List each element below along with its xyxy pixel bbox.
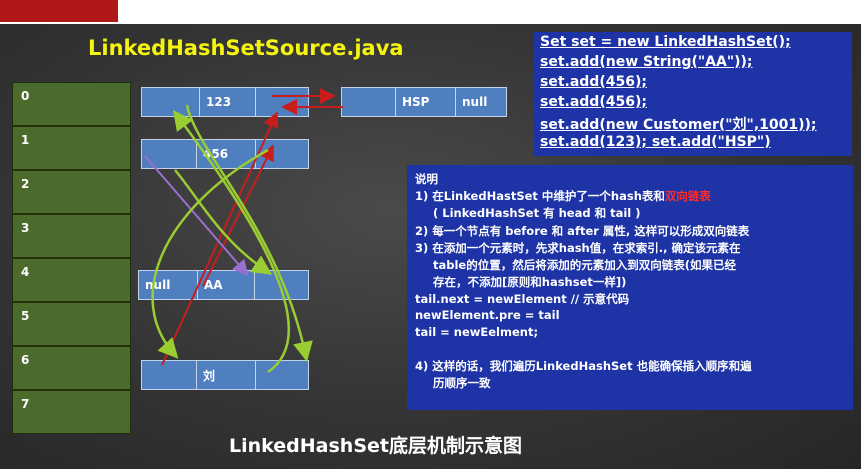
node-liu: 刘 xyxy=(141,360,309,390)
table-slot: 4 xyxy=(12,258,131,302)
node-value: 123 xyxy=(200,88,256,116)
explanation-point-4: 4) 这样的话，我们遍历LinkedHashSet 也能确保插入顺序和遍 xyxy=(415,359,752,373)
slot-index: 5 xyxy=(21,309,30,323)
slot-index: 7 xyxy=(21,397,30,411)
code-line: set.add(new Customer("刘",1001)); xyxy=(540,117,817,133)
sample-code-line: tail.next = newElement // 示意代码 xyxy=(415,292,630,306)
arrow-456-to-aa xyxy=(144,155,249,277)
arrow-456-to-aa-green xyxy=(174,169,273,275)
arrow-aa-to-456 xyxy=(202,144,274,287)
node-value: 刘 xyxy=(197,361,256,389)
slot-index: 2 xyxy=(21,177,30,191)
code-line: set.add(123); set.add("HSP") xyxy=(540,134,771,150)
table-slot: 6 xyxy=(12,346,131,390)
table-slot: 1 xyxy=(12,126,131,170)
explanation-point-4-cont: 历顺序一致 xyxy=(433,376,491,390)
explanation-panel: 说明 1) 在LinkedHastSet 中维护了一个hash表和双向链表 ( … xyxy=(407,165,853,410)
explanation-heading: 说明 xyxy=(415,172,438,186)
slot-index: 4 xyxy=(21,265,30,279)
node-value: HSP xyxy=(396,88,456,116)
node-before xyxy=(342,88,396,116)
hash-table: 0 1 2 3 4 5 6 7 xyxy=(12,82,131,434)
node-before xyxy=(142,361,197,389)
node-before xyxy=(142,140,197,168)
table-slot: 5 xyxy=(12,302,131,346)
diagram-caption: LinkedHashSet底层机制示意图 xyxy=(229,435,522,457)
diagram-title: LinkedHashSetSource.java xyxy=(88,36,404,60)
corner-tab xyxy=(0,0,118,22)
sample-code-line: newElement.pre = tail xyxy=(415,308,560,322)
sample-code-line: tail = newEelment; xyxy=(415,325,539,339)
table-slot: 2 xyxy=(12,170,131,214)
table-slot: 0 xyxy=(12,82,131,126)
explanation-point-3-cont: 存在，不添加[原则和hashset一样]) xyxy=(433,275,627,289)
point-1-highlight: 双向链表 xyxy=(664,189,711,203)
code-line: set.add(new String("AA")); xyxy=(540,54,753,70)
point-1-text: 1) 在LinkedHastSet 中维护了一个hash表和 xyxy=(415,189,665,203)
explanation-point-1: 1) 在LinkedHastSet 中维护了一个hash表和双向链表 xyxy=(415,188,711,204)
top-band xyxy=(0,0,861,24)
code-line: Set set = new LinkedHashSet(); xyxy=(540,34,791,50)
arrow-123-to-456 xyxy=(185,104,313,362)
slot-index: 6 xyxy=(21,353,30,367)
code-line: set.add(456); xyxy=(540,94,647,110)
slot-index: 0 xyxy=(21,89,30,103)
node-456: 456 xyxy=(141,139,309,169)
node-hsp: HSP null xyxy=(341,87,507,117)
table-slot: 3 xyxy=(12,214,131,258)
node-value: AA xyxy=(198,271,255,299)
arrow-456-to-liu xyxy=(151,148,269,359)
code-line: set.add(456); xyxy=(540,74,647,90)
explanation-point-3-cont: table的位置，然后将添加的元素加入到双向链表(如果已经 xyxy=(433,258,736,272)
node-after: null xyxy=(462,95,488,109)
explanation-point-1-sub: ( LinkedHashSet 有 head 和 tail ) xyxy=(433,206,641,220)
table-slot: 7 xyxy=(12,390,131,434)
code-panel: Set set = new LinkedHashSet(); set.add(n… xyxy=(534,32,852,156)
explanation-point-2: 2) 每一个节点有 before 和 after 属性, 这样可以形成双向链表 xyxy=(415,224,750,238)
slot-index: 3 xyxy=(21,221,30,235)
explanation-point-3: 3) 在添加一个元素时，先求hash值，在求索引., 确定该元素在 xyxy=(415,241,741,255)
slot-index: 1 xyxy=(21,133,30,147)
node-before xyxy=(142,88,200,116)
